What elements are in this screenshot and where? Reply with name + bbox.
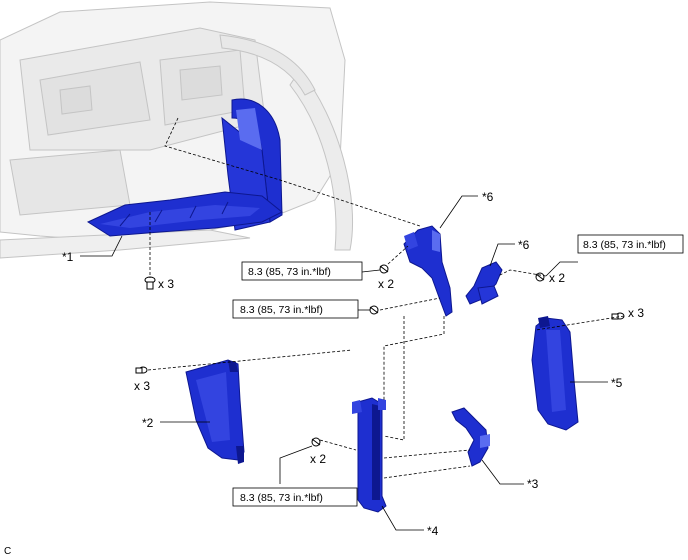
clip-icon: [135, 366, 148, 374]
quantity-label: x 2: [310, 452, 326, 466]
part-1-splash-shield: [86, 98, 283, 237]
part-label-6-upper: *6: [482, 190, 494, 204]
quantity-label: x 2: [378, 277, 394, 291]
clip-icon: [144, 276, 156, 290]
part-6-upper-bracket: [403, 225, 453, 317]
part-label-3: *3: [527, 477, 539, 491]
torque-box-2: 8.3 (85, 73 in.*lbf): [232, 299, 359, 319]
installation-dashed-lines: [147, 117, 625, 479]
torque-label: 8.3 (85, 73 in.*lbf): [583, 239, 666, 251]
part-label-6-lower: *6: [518, 238, 530, 252]
part-label-5: *5: [611, 376, 623, 390]
part-3-bracket: [451, 407, 490, 467]
bolt-icon: [535, 272, 545, 282]
part-label-2: *2: [142, 416, 154, 430]
vehicle-body-illustration: [0, 1, 353, 259]
part-4-radiator-seal: [352, 397, 387, 513]
torque-label: 8.3 (85, 73 in.*lbf): [240, 492, 323, 504]
quantity-label: x 3: [158, 277, 174, 291]
quantity-label: x 2: [549, 271, 565, 285]
fasteners: [135, 264, 625, 447]
leader-lines: [80, 195, 608, 531]
bolt-icon: [369, 305, 379, 315]
bolt-icon: [311, 437, 321, 447]
torque-label: 8.3 (85, 73 in.*lbf): [248, 266, 331, 278]
quantity-label: x 3: [628, 306, 644, 320]
part-2-air-guide: [185, 359, 245, 464]
part-label-1: *1: [62, 250, 74, 264]
torque-label: 8.3 (85, 73 in.*lbf): [240, 304, 323, 316]
figure-code: C: [4, 546, 11, 557]
part-label-4: *4: [427, 524, 439, 538]
quantity-label: x 3: [134, 379, 150, 393]
torque-box-4: 8.3 (85, 73 in.*lbf): [232, 487, 358, 507]
bolt-icon: [379, 264, 389, 274]
part-5-air-guide: [531, 316, 579, 431]
part-6-lower-bracket: [465, 261, 503, 305]
torque-box-3: 8.3 (85, 73 in.*lbf): [577, 234, 684, 254]
torque-box-1: 8.3 (85, 73 in.*lbf): [241, 261, 363, 281]
